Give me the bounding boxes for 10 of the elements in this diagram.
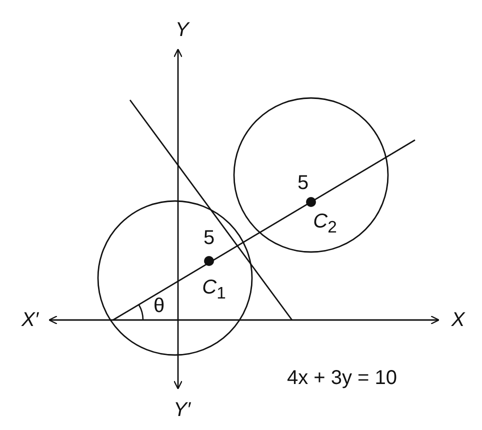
radius-label: 5: [203, 228, 215, 248]
axis-label: Y′: [173, 400, 191, 420]
radius-label: 5: [297, 173, 309, 193]
centre-label: C$_{1}$: [202, 278, 226, 302]
axis-label: Y: [175, 20, 189, 40]
angle-label: θ: [153, 296, 165, 316]
centre-label: C$_{2}$: [313, 212, 337, 236]
axis-label: X′: [21, 310, 39, 330]
equation-label: 4x + 3y = 10: [286, 368, 398, 388]
axis-label: X: [451, 310, 465, 330]
